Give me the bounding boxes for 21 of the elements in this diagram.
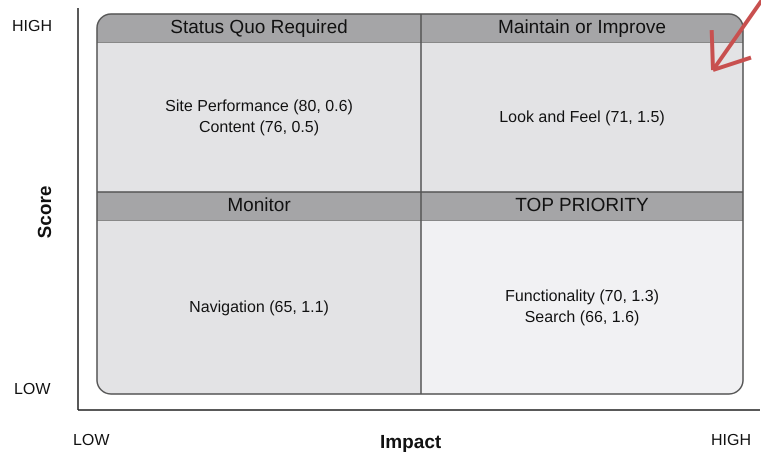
quadrant-box <box>97 192 421 394</box>
quadrant-item: Look and Feel (71, 1.5) <box>499 108 665 128</box>
pointer-arrow <box>710 0 761 72</box>
axis-tick-label: HIGH <box>12 18 52 36</box>
quadrant-box <box>421 192 743 394</box>
quadrant-item: Site Performance (80, 0.6) <box>165 97 353 117</box>
quadrant-item: Functionality (70, 1.3) <box>505 287 659 307</box>
quadrant-box <box>97 14 421 192</box>
axis-title: Score <box>35 186 57 238</box>
quadrant-heading: Maintain or Improve <box>421 14 743 43</box>
axis-tick-label: LOW <box>73 432 110 450</box>
quadrant-item: Search (66, 1.6) <box>524 308 640 328</box>
quadrant-heading: TOP PRIORITY <box>421 192 743 221</box>
axis-tick-label: LOW <box>14 381 50 399</box>
quadrant-box <box>421 14 743 192</box>
quadrant-item: Content (76, 0.5) <box>198 118 320 138</box>
quadrant-heading: Monitor <box>97 192 421 221</box>
axis-title: Impact <box>380 432 442 454</box>
axis-tick-label: HIGH <box>711 432 751 450</box>
quadrant-item: Navigation (65, 1.1) <box>189 298 329 318</box>
quadrant-heading: Status Quo Required <box>97 14 421 43</box>
